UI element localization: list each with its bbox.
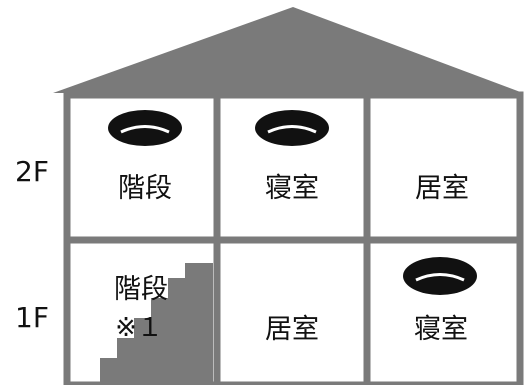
room-label: 居室 [415,173,469,204]
room-label: 階段 [118,173,172,204]
room-label: 寝室 [265,173,319,204]
room-label: 寝室 [414,314,468,345]
roof [53,7,523,93]
floor-label-1f: 1F [15,301,49,334]
smoke-detector-icon [255,110,329,146]
room-note: ※１ [115,313,163,343]
room-label: 居室 [265,314,319,345]
floor-label-2f: 2F [15,155,49,188]
room-label: 階段 [114,274,168,305]
smoke-detector-icon [108,110,182,146]
smoke-detector-icon [403,257,477,295]
staircase-icon [100,263,213,385]
